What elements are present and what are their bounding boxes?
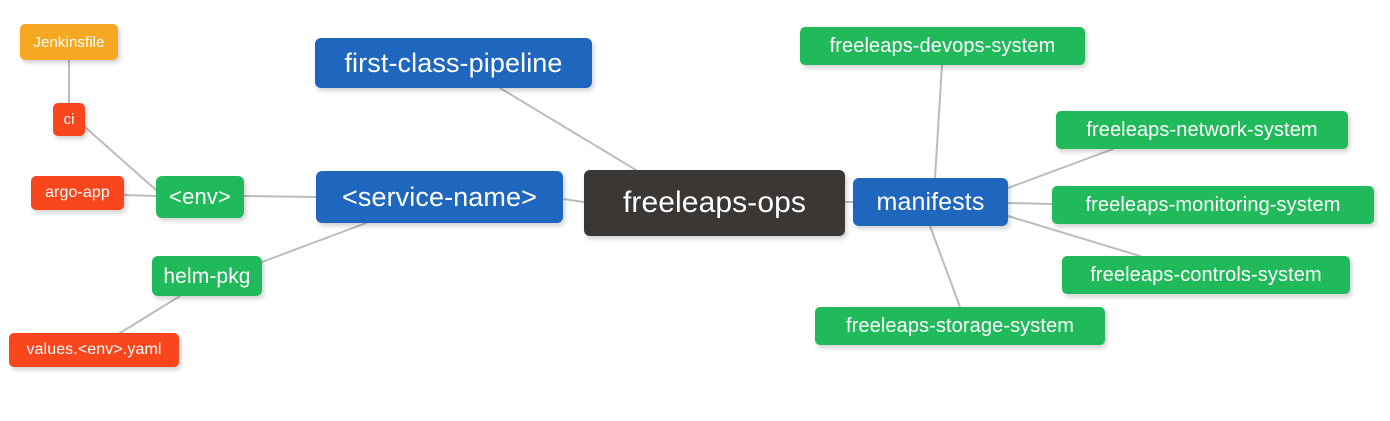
node-label-helm-pkg: helm-pkg bbox=[163, 264, 251, 288]
node-label-freeleaps-ops: freeleaps-ops bbox=[622, 186, 807, 219]
node-freeleaps-ops[interactable]: freeleaps-ops bbox=[584, 170, 845, 236]
node-label-freeleaps-network-system: freeleaps-network-system bbox=[1086, 119, 1318, 141]
node-freeleaps-network-system[interactable]: freeleaps-network-system bbox=[1056, 111, 1348, 149]
edge-manifests-devops bbox=[934, 64, 943, 179]
node-env[interactable]: <env> bbox=[156, 176, 244, 218]
node-freeleaps-storage-system[interactable]: freeleaps-storage-system bbox=[815, 307, 1105, 345]
node-jenkinsfile[interactable]: Jenkinsfile bbox=[20, 24, 118, 60]
node-ci[interactable]: ci bbox=[53, 103, 85, 136]
edge-manifests-network bbox=[1007, 148, 1114, 189]
node-freeleaps-devops-system[interactable]: freeleaps-devops-system bbox=[800, 27, 1085, 65]
node-label-env: <env> bbox=[169, 184, 231, 209]
edge-argo-app-env bbox=[123, 194, 157, 197]
node-label-freeleaps-monitoring-system: freeleaps-monitoring-system bbox=[1085, 194, 1341, 216]
node-freeleaps-monitoring-system[interactable]: freeleaps-monitoring-system bbox=[1052, 186, 1374, 224]
node-manifests[interactable]: manifests bbox=[853, 178, 1008, 226]
node-label-manifests: manifests bbox=[876, 187, 985, 216]
node-label-freeleaps-devops-system: freeleaps-devops-system bbox=[829, 35, 1056, 57]
edge-pipeline-ops bbox=[499, 87, 637, 171]
node-service-name[interactable]: <service-name> bbox=[316, 171, 563, 223]
node-label-freeleaps-storage-system: freeleaps-storage-system bbox=[845, 315, 1075, 337]
edge-manifests-monitoring bbox=[1007, 202, 1053, 205]
node-first-class-pipeline[interactable]: first-class-pipeline bbox=[315, 38, 592, 88]
edge-helm-pkg-service-name bbox=[261, 222, 367, 263]
node-label-freeleaps-controls-system: freeleaps-controls-system bbox=[1090, 264, 1322, 286]
node-label-ci: ci bbox=[63, 111, 75, 128]
node-label-jenkinsfile: Jenkinsfile bbox=[33, 33, 105, 51]
node-freeleaps-controls-system[interactable]: freeleaps-controls-system bbox=[1062, 256, 1350, 294]
node-values-yaml[interactable]: values.<env>.yaml bbox=[9, 333, 179, 367]
node-helm-pkg[interactable]: helm-pkg bbox=[152, 256, 262, 296]
edge-manifests-storage bbox=[929, 225, 961, 308]
node-label-values-yaml: values.<env>.yaml bbox=[26, 341, 162, 358]
node-label-first-class-pipeline: first-class-pipeline bbox=[344, 47, 563, 78]
edge-values-helm-pkg bbox=[119, 295, 181, 334]
node-label-service-name: <service-name> bbox=[342, 181, 537, 212]
edge-service-name-ops bbox=[562, 198, 585, 203]
edge-env-service-name bbox=[243, 195, 317, 198]
node-label-argo-app: argo-app bbox=[45, 184, 110, 201]
node-argo-app[interactable]: argo-app bbox=[31, 176, 124, 210]
